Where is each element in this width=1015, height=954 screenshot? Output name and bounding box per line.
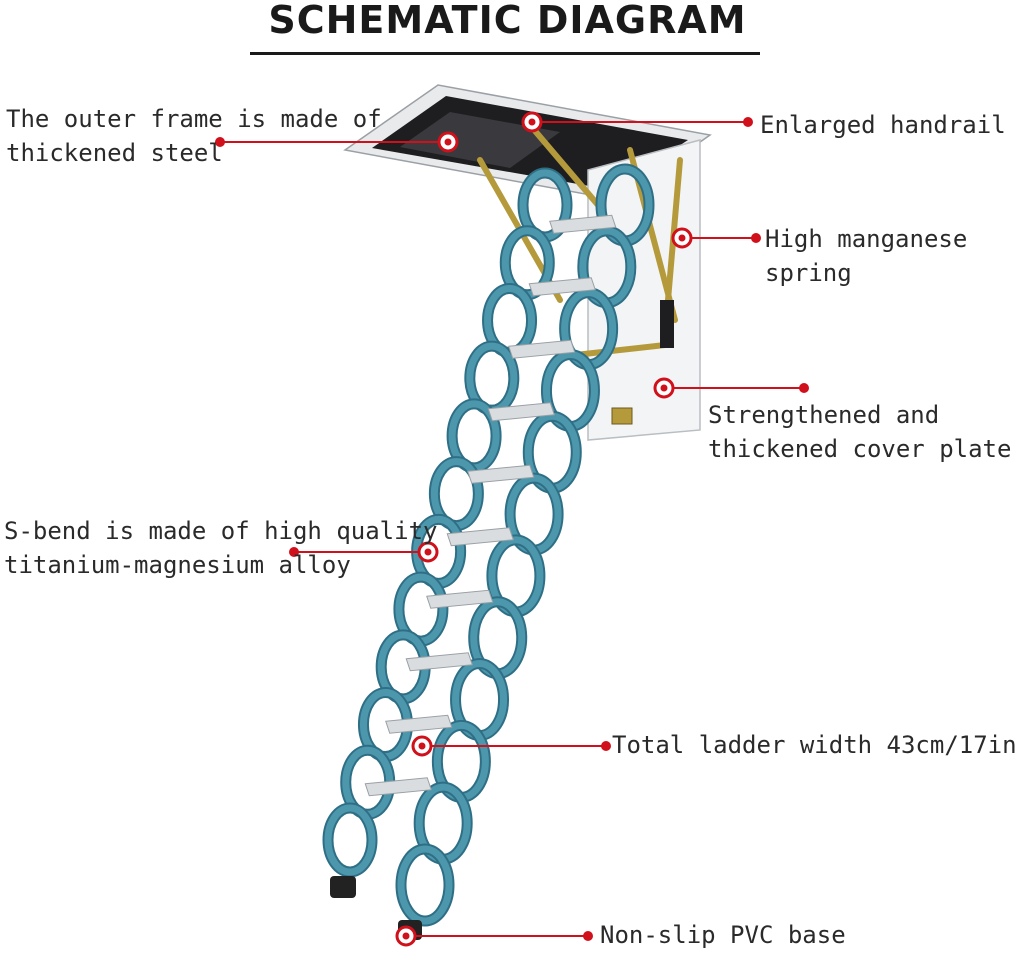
label-s-bend: S-bend is made of high qualitytitanium-m… <box>4 514 437 582</box>
callout-handrail-dot <box>743 117 753 127</box>
callout-spring-ring-center <box>679 235 686 242</box>
label-outer-frame: The outer frame is made ofthickened stee… <box>6 102 382 170</box>
label-base: Non-slip PVC base <box>600 918 846 952</box>
callout-base-dot <box>583 931 593 941</box>
callout-outer-frame-ring-center <box>445 139 452 146</box>
callout-ladder-width-dot <box>601 741 611 751</box>
label-cover-plate: Strengthened andthickened cover plate <box>708 398 1011 466</box>
callout-base-ring-center <box>403 933 410 940</box>
left-rail-loop-highlight <box>328 808 372 872</box>
label-handrail: Enlarged handrail <box>760 108 1006 142</box>
ladder-step <box>365 778 431 796</box>
callout-ladder-width-ring-center <box>419 743 426 750</box>
callout-cover-plate-ring-center <box>661 385 668 392</box>
callout-cover-plate-dot <box>799 383 809 393</box>
label-ladder-width: Total ladder width 43cm/17in. <box>612 728 1015 762</box>
right-rail-loop-highlight <box>401 849 449 921</box>
spring-cylinder <box>660 300 674 348</box>
label-spring: High manganesespring <box>765 222 967 290</box>
callout-handrail-ring-center <box>529 119 536 126</box>
callout-spring-dot <box>751 233 761 243</box>
